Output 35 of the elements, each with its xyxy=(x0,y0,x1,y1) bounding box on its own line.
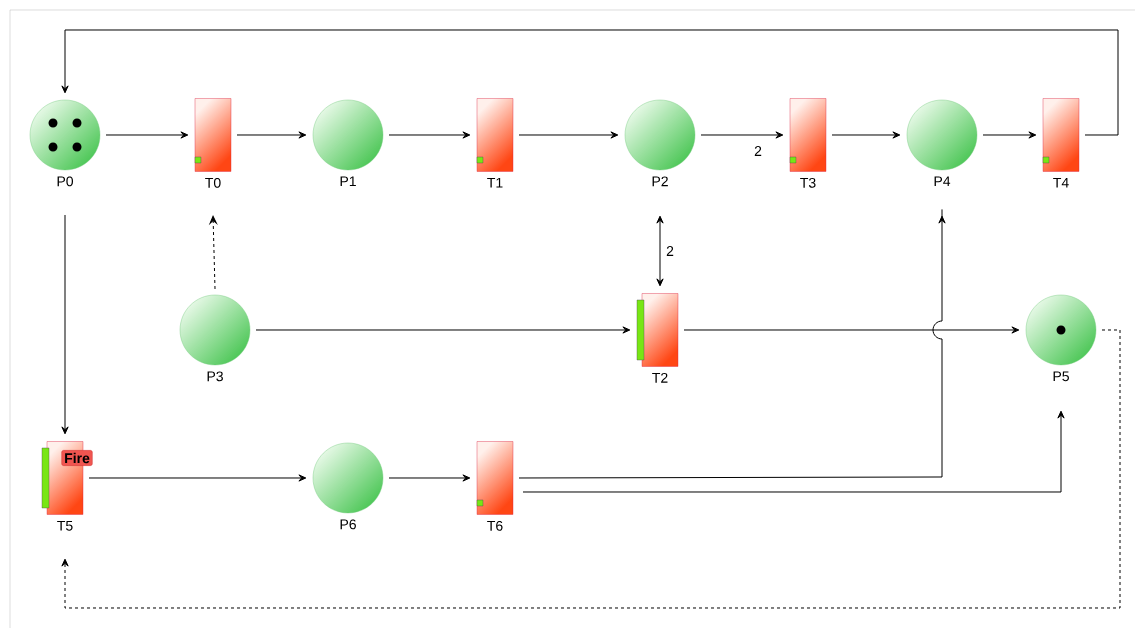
node-label: T3 xyxy=(800,177,816,188)
node-label: P5 xyxy=(1053,371,1069,382)
arrow xyxy=(105,131,189,139)
fire-badge: Fire xyxy=(61,450,93,466)
edge-label: 2 xyxy=(754,146,762,156)
arrow xyxy=(61,29,1119,136)
node-label: T1 xyxy=(487,177,503,188)
node-label: T5 xyxy=(57,520,73,531)
node-label: P4 xyxy=(934,176,951,187)
node-label: T4 xyxy=(1053,177,1069,188)
edge-label: 2 xyxy=(666,246,674,256)
arrow xyxy=(209,215,217,290)
node-label: T6 xyxy=(487,520,503,531)
node-label: P3 xyxy=(207,371,223,382)
arrow xyxy=(656,215,664,287)
node-label: T2 xyxy=(652,372,668,383)
arrow xyxy=(388,474,471,482)
node-label: P0 xyxy=(57,176,74,187)
node-label: T0 xyxy=(205,177,221,188)
arrow xyxy=(388,131,471,139)
arrow xyxy=(522,410,1065,493)
node-label: P2 xyxy=(652,176,668,187)
arrow xyxy=(61,214,69,435)
arrow xyxy=(88,474,307,482)
node-label: P6 xyxy=(340,519,356,530)
arrow xyxy=(518,131,619,139)
arrow xyxy=(982,131,1037,139)
arrow xyxy=(700,131,784,139)
arrow xyxy=(236,131,307,139)
arrow xyxy=(61,329,1121,609)
arrow xyxy=(255,326,631,334)
arrow xyxy=(831,131,901,139)
node-label: P1 xyxy=(340,176,356,187)
arrow xyxy=(518,208,946,479)
arrow xyxy=(683,326,1020,334)
